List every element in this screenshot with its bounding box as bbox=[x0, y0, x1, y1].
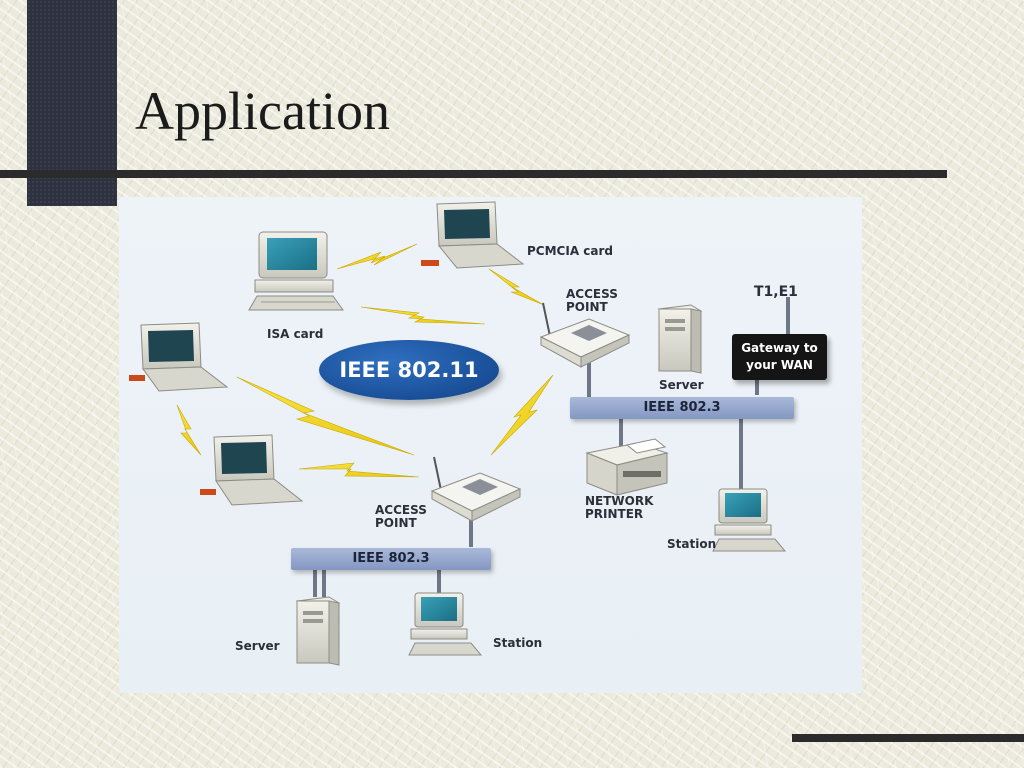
server-bottom-label: Server bbox=[235, 639, 280, 653]
gateway-line1: Gateway to bbox=[741, 341, 818, 355]
ieee-802-11-label: IEEE 802.11 bbox=[339, 358, 479, 382]
isa-desktop-icon bbox=[248, 231, 344, 311]
station-bottom-icon bbox=[408, 592, 483, 656]
laptop-bottom-icon bbox=[200, 434, 304, 506]
printer-label-line2: PRINTER bbox=[585, 507, 644, 521]
t1e1-label: T1,E1 bbox=[754, 284, 798, 300]
gateway-line2: your WAN bbox=[746, 358, 813, 372]
server-right-icon bbox=[657, 304, 703, 374]
server-bottom-icon bbox=[295, 596, 341, 666]
station-right-label: Station bbox=[667, 537, 717, 551]
pcmcia-laptop-icon bbox=[421, 201, 525, 269]
title-rule bbox=[0, 170, 947, 178]
access-point-top-icon bbox=[539, 302, 631, 368]
footer-rule bbox=[792, 734, 1024, 742]
laptop-left-icon bbox=[129, 322, 229, 392]
station-bottom-label: Station bbox=[493, 636, 543, 650]
network-printer-icon bbox=[585, 438, 669, 496]
printer-label-line1: NETWORK bbox=[585, 494, 654, 508]
ieee-802-3-bus-right: IEEE 802.3 bbox=[570, 397, 794, 419]
pcmcia-label: PCMCIA card bbox=[527, 244, 613, 258]
ieee-802-3-bus-left: IEEE 802.3 bbox=[291, 548, 491, 570]
network-diagram: IEEE 802.11 IEEE 802.3 IEEE 802.3 Gatewa… bbox=[119, 197, 862, 693]
ieee-802-11-oval bbox=[319, 340, 499, 400]
access-point-bottom-line2: POINT bbox=[375, 516, 417, 530]
server-right-label: Server bbox=[659, 378, 704, 392]
slide-title: Application bbox=[135, 81, 390, 141]
diagram-graphics bbox=[129, 201, 790, 666]
station-right-icon bbox=[712, 488, 787, 552]
access-point-top-line1: ACCESS bbox=[566, 287, 618, 301]
gateway-box: Gateway to your WAN bbox=[732, 334, 827, 380]
isa-label: ISA card bbox=[267, 327, 324, 341]
access-point-top-line2: POINT bbox=[566, 300, 608, 314]
access-point-bottom-line1: ACCESS bbox=[375, 503, 427, 517]
wireless-links bbox=[176, 243, 554, 478]
access-point-bottom-icon bbox=[430, 456, 522, 522]
